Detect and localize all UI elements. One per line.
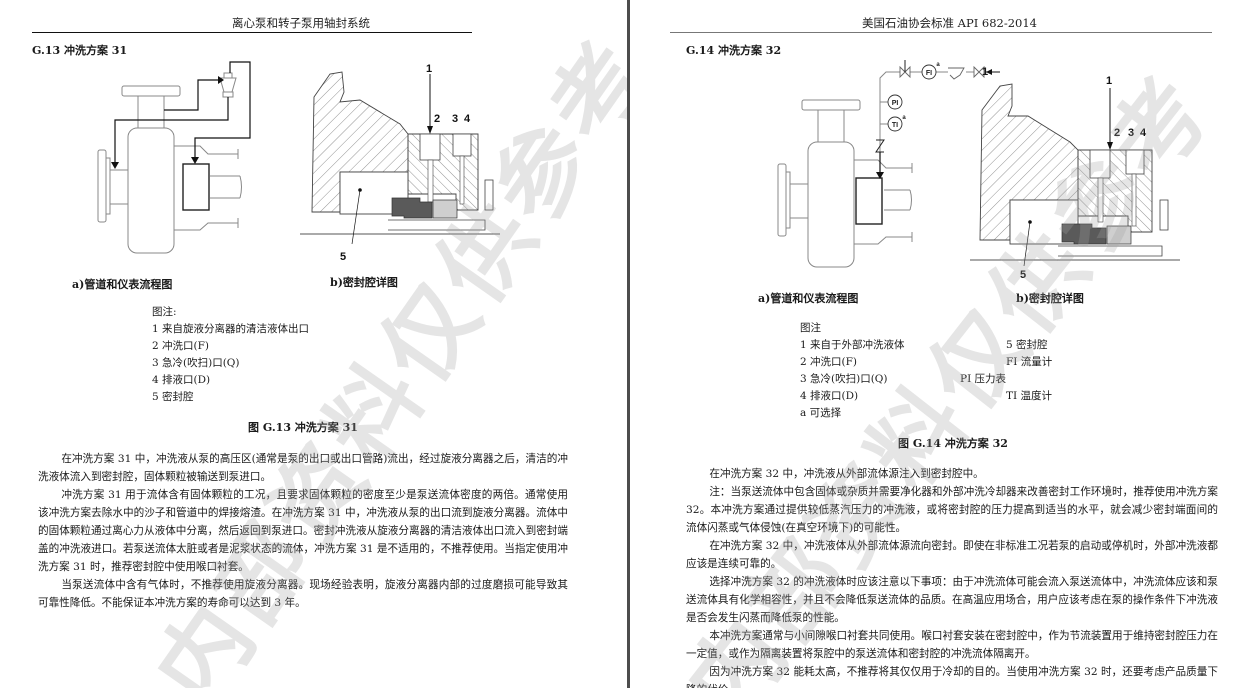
- seal-chamber-box: [182, 163, 210, 211]
- legend-item: 2 冲洗口(F): [152, 340, 209, 352]
- label-3: 3: [1128, 127, 1134, 139]
- header-rule: [32, 32, 472, 33]
- paragraph: 因为冲洗方案 32 能耗太高，不推荐将其仅仅用于冷却的目的。当使用冲洗方案 32…: [686, 666, 1218, 688]
- pump-pid-drawing: FI PI TI a a: [777, 60, 1000, 268]
- label-2: 2: [434, 113, 440, 125]
- seal-cross-section-drawing: 1 2 3 4 5: [300, 63, 500, 263]
- figure-caption: 图 G.14 冲洗方案 32: [898, 437, 1008, 450]
- figure-legend: 图注 1 来自于外部冲洗液体 2 冲洗口(F) 3 急冷(吹扫)口(Q) 4 排…: [800, 320, 905, 422]
- pump-pid-drawing: [97, 61, 251, 254]
- paragraph: 注：当泵送流体中包含固体或杂质并需要净化器和外部冲洗冷却器来改善密封工作环境时，…: [686, 486, 1218, 534]
- subcaption-b: b)密封腔详图: [330, 276, 398, 289]
- arrow-icon: [111, 162, 119, 169]
- pid-diagram-plan32: FI PI TI a a: [760, 60, 1000, 270]
- paragraph: 当泵送流体中含有气体时，不推荐使用旋液分离器。现场经验表明，旋液分离器内部的过度…: [38, 579, 568, 609]
- section-title: G.14 冲洗方案 32: [686, 44, 782, 57]
- legend-item: 5 密封腔: [152, 391, 194, 403]
- right-page: 美国石油协会标准 API 682-2014 G.14 冲洗方案 32: [630, 0, 1255, 688]
- optional-mark: a: [902, 115, 906, 121]
- legend-item: PI 压力表: [960, 373, 1007, 385]
- paragraph: 在冲洗方案 32 中，冲洗液从外部流体源注入到密封腔中。: [709, 468, 984, 480]
- ti-label: TI: [892, 122, 898, 129]
- seal-chamber-detail-plan32: 1 2 3 4 5: [960, 70, 1180, 280]
- legend-item: 3 急冷(吹扫)口(Q): [152, 357, 240, 369]
- legend-item: TI 温度计: [1006, 390, 1052, 402]
- optional-mark: a: [936, 62, 940, 68]
- label-4: 4: [1140, 127, 1147, 139]
- legend-item: 3 急冷(吹扫)口(Q): [800, 373, 888, 385]
- running-head: 离心泵和转子泵用轴封系统: [232, 16, 370, 30]
- subcaption-b: b)密封腔详图: [1016, 292, 1084, 305]
- label-1: 1: [426, 63, 432, 75]
- body-text: 在冲洗方案 32 中，冲洗液从外部流体源注入到密封腔中。 注：当泵送流体中包含固…: [686, 465, 1218, 688]
- legend-item: 5 密封腔: [1006, 339, 1048, 351]
- arrow-icon: [218, 76, 224, 84]
- legend-heading: 图注: [800, 322, 821, 334]
- seal-chamber-detail-plan31: 1 2 3 4 5: [300, 62, 500, 267]
- legend-item: a 可选择: [800, 407, 842, 419]
- paragraph: 本冲洗方案通常与小间隙喉口衬套共同使用。喉口衬套安装在密封腔中，作为节流装置用于…: [686, 630, 1218, 660]
- legend-heading: 图注:: [152, 306, 177, 318]
- label-1: 1: [1106, 75, 1112, 87]
- arrow-icon: [191, 157, 199, 164]
- left-page: 离心泵和转子泵用轴封系统 G.13 冲洗方案 31: [0, 0, 627, 688]
- label-4: 4: [464, 113, 471, 125]
- section-title: G.13 冲洗方案 31: [32, 44, 128, 57]
- figure-caption: 图 G.13 冲洗方案 31: [248, 421, 358, 434]
- label-5: 5: [340, 251, 346, 263]
- subcaption-a: a)管道和仪表流程图: [758, 292, 859, 305]
- pressure-indicator-icon: [887, 94, 903, 110]
- label-3: 3: [452, 113, 458, 125]
- subcaption-a: a)管道和仪表流程图: [72, 278, 173, 291]
- label-5: 5: [1020, 269, 1026, 280]
- pi-label: PI: [892, 100, 899, 107]
- arrow-icon: [876, 172, 884, 179]
- paragraph: 冲洗方案 31 用于流体含有固体颗粒的工况，且要求固体颗粒的密度至少是泵送流体密…: [38, 489, 568, 573]
- paragraph: 在冲洗方案 31 中，冲洗液从泵的高压区(通常是泵的出口或出口管路)流出，经过旋…: [38, 453, 568, 483]
- flow-indicator-icon: [921, 64, 937, 80]
- pid-diagram-plan31: [90, 58, 260, 258]
- fi-label: FI: [926, 70, 932, 77]
- legend-item: 1 来自于外部冲洗液体: [800, 339, 905, 351]
- inlet-label: 1: [982, 66, 989, 78]
- page-divider: [627, 0, 630, 688]
- legend-item: 2 冲洗口(F): [800, 356, 857, 368]
- seal-cross-section-drawing: 1 2 3 4 5: [970, 75, 1180, 280]
- paragraph: 在冲洗方案 32 中，冲洗液体从外部流体源流向密封。即使在非标准工况若泵的启动或…: [686, 540, 1218, 570]
- seal-chamber-box: [855, 177, 883, 225]
- figure-legend: 图注: 1 来自旋液分离器的清洁液体出口 2 冲洗口(F) 3 急冷(吹扫)口(…: [152, 304, 309, 406]
- label-2: 2: [1114, 127, 1120, 139]
- body-text: 在冲洗方案 31 中，冲洗液从泵的高压区(通常是泵的出口或出口管路)流出，经过旋…: [38, 450, 568, 612]
- legend-item: 1 来自旋液分离器的清洁液体出口: [152, 323, 310, 335]
- temperature-indicator-icon: [887, 116, 903, 132]
- legend-item: 4 排液口(D): [800, 390, 859, 402]
- legend-item: FI 流量计: [1006, 356, 1053, 368]
- header-rule: [670, 32, 1212, 33]
- legend-item: 4 排液口(D): [152, 374, 211, 386]
- running-head: 美国石油协会标准 API 682-2014: [862, 16, 1037, 30]
- paragraph: 选择冲洗方案 32 的冲洗液体时应该注意以下事项：由于冲洗流体可能会流入泵送流体…: [686, 576, 1218, 624]
